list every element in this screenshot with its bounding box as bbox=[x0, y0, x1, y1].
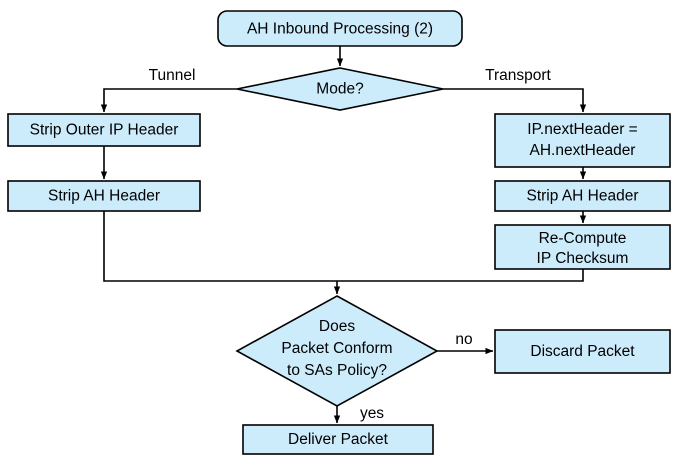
node-start-ah-inbound-processing[interactable] bbox=[217, 10, 463, 47]
node-decision-conform-line1: Does bbox=[319, 318, 355, 335]
node-strip-outer-ip-header[interactable] bbox=[7, 113, 201, 147]
edge-label-tunnel: Tunnel bbox=[149, 67, 196, 84]
connector-left-join bbox=[103, 211, 337, 282]
node-recompute-ip-checksum[interactable] bbox=[494, 224, 671, 270]
connector-mode-tunnel bbox=[100, 88, 237, 113]
node-ip-nextheader-line2: AH.nextHeader bbox=[530, 142, 636, 159]
node-decision-conform-line2: Packet Conform bbox=[281, 340, 392, 357]
node-recompute-ip-checksum-line2: IP Checksum bbox=[537, 250, 629, 267]
edge-label-yes: yes bbox=[360, 405, 384, 422]
node-strip-outer-ip-header-label: Strip Outer IP Header bbox=[30, 122, 179, 139]
node-deliver-packet-label: Deliver Packet bbox=[288, 431, 389, 448]
edge-label-no: no bbox=[455, 331, 472, 348]
node-ip-nextheader-line1: IP.nextHeader = bbox=[527, 121, 637, 138]
node-decision-conform[interactable] bbox=[235, 295, 439, 407]
node-discard-packet-label: Discard Packet bbox=[530, 343, 635, 360]
connector-right-join bbox=[337, 269, 584, 282]
node-ip-nextheader[interactable] bbox=[494, 113, 671, 168]
node-start-label: AH Inbound Processing (2) bbox=[247, 21, 433, 38]
node-strip-ah-header-tunnel-label: Strip AH Header bbox=[48, 188, 160, 205]
node-strip-ah-header-transport-label: Strip AH Header bbox=[527, 188, 639, 205]
node-decision-mode-label: Mode? bbox=[316, 81, 364, 98]
node-decision-conform-line3: to SAs Policy? bbox=[287, 362, 387, 379]
connector-mode-transport bbox=[443, 88, 587, 113]
node-deliver-packet[interactable] bbox=[242, 424, 434, 455]
node-strip-ah-header-transport[interactable] bbox=[494, 180, 671, 212]
node-strip-ah-header-tunnel[interactable] bbox=[7, 180, 201, 212]
node-decision-mode[interactable] bbox=[236, 67, 444, 111]
node-discard-packet[interactable] bbox=[494, 329, 671, 374]
edge-label-transport: Transport bbox=[485, 67, 551, 84]
node-recompute-ip-checksum-line1: Re-Compute bbox=[539, 230, 627, 247]
